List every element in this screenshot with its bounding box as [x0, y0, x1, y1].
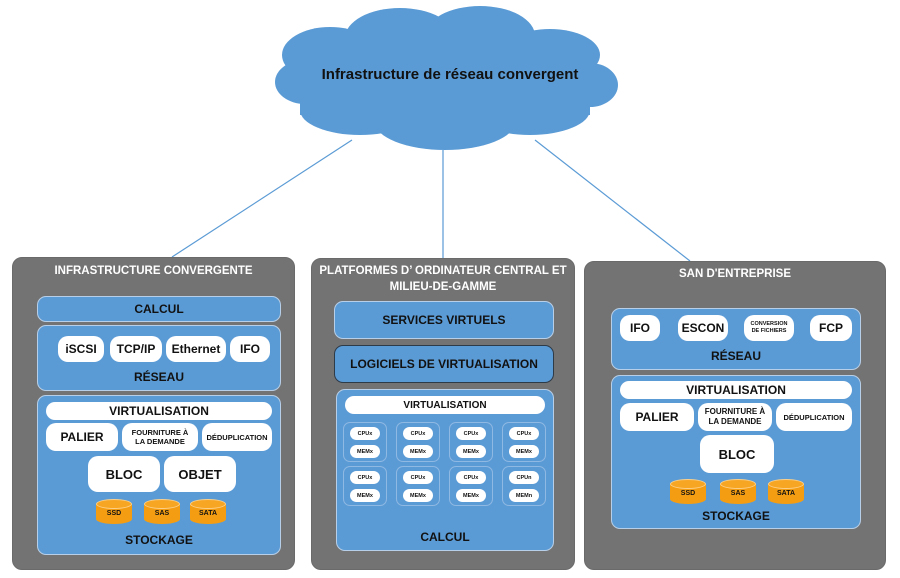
compute-virtualisation: VIRTUALISATION — [345, 396, 545, 414]
panel-title-line2: MILIEU-DE-GAMME — [389, 281, 497, 293]
virtual-services-block: SERVICES VIRTUELS — [334, 301, 554, 339]
network-block: IFO ESCON CONVERSION DE FICHIERS FCP RÉS… — [611, 308, 861, 370]
feature-deduplication: DÉDUPLICATION — [776, 403, 852, 431]
cpu-label: CPUx — [509, 427, 539, 440]
memory-label: MEMx — [509, 445, 539, 458]
disk-sas: SAS — [720, 479, 756, 507]
cpu-label: CPUx — [456, 471, 486, 484]
storage-label: STOCKAGE — [125, 533, 193, 547]
panel-enterprise-san: SAN D'ENTREPRISE IFO ESCON CONVERSION DE… — [584, 261, 886, 570]
panel-title: SAN D'ENTREPRISE — [678, 268, 791, 280]
network-item-file-conversion: CONVERSION DE FICHIERS — [744, 315, 794, 341]
storage-type-block: BLOC — [700, 435, 774, 473]
disk-sata: SATA — [190, 499, 226, 527]
cpu-label: CPUx — [456, 427, 486, 440]
feature-deduplication: DÉDUPLICATION — [202, 423, 272, 451]
panel-converged-infrastructure: INFRASTRUCTURE CONVERGENTE CALCUL iSCSI … — [12, 257, 295, 570]
disk-sas: SAS — [144, 499, 180, 527]
network-item-ethernet: Ethernet — [166, 336, 226, 362]
storage-virtualisation: VIRTUALISATION — [46, 402, 272, 420]
storage-block: VIRTUALISATION PALIER FOURNITURE À LA DE… — [37, 395, 281, 555]
disk-ssd: SSD — [670, 479, 706, 507]
network-item-escon: ESCON — [678, 315, 728, 341]
network-item-tcpip: TCP/IP — [110, 336, 162, 362]
storage-type-block: BLOC — [88, 456, 160, 492]
feature-tiering: PALIER — [46, 423, 118, 451]
memory-label: MEMx — [403, 445, 433, 458]
network-label: RÉSEAU — [133, 370, 184, 384]
network-label: RÉSEAU — [710, 349, 761, 363]
storage-type-object: OBJET — [164, 456, 236, 492]
network-item-iscsi: iSCSI — [58, 336, 104, 362]
memory-label: MEMx — [456, 445, 486, 458]
feature-provisioning: FOURNITURE À LA DEMANDE — [122, 423, 198, 451]
panel-title-line1: PLATFORMES D’ ORDINATEUR CENTRAL ET — [319, 265, 567, 277]
virtualization-software-label: LOGICIELS DE VIRTUALISATION — [350, 357, 538, 371]
connector-left — [171, 139, 353, 258]
cpu-label: CPUx — [403, 471, 433, 484]
virtualization-software-block: LOGICIELS DE VIRTUALISATION — [334, 345, 554, 383]
disk-ssd: SSD — [96, 499, 132, 527]
memory-label: MEMx — [456, 489, 486, 502]
storage-block: VIRTUALISATION PALIER FOURNITURE À LA DE… — [611, 375, 861, 529]
network-item-ifo: IFO — [620, 315, 660, 341]
storage-virtualisation: VIRTUALISATION — [620, 381, 852, 399]
virtual-services-label: SERVICES VIRTUELS — [382, 313, 506, 327]
feature-provisioning: FOURNITURE À LA DEMANDE — [698, 403, 772, 431]
disk-sata: SATA — [768, 479, 804, 507]
memory-label: MEMx — [350, 445, 380, 458]
compute-block: CALCUL — [37, 296, 281, 322]
panel-title: INFRASTRUCTURE CONVERGENTE — [54, 265, 253, 277]
memory-label: MEMx — [403, 489, 433, 502]
cpu-label: CPUn — [509, 471, 539, 484]
compute-label: CALCUL — [134, 302, 184, 316]
memory-label: MEMx — [350, 489, 380, 502]
feature-tiering: PALIER — [620, 403, 694, 431]
cpu-label: CPUx — [350, 427, 380, 440]
network-item-fcp: FCP — [810, 315, 852, 341]
panel-mainframe-midrange: PLATFORMES D’ ORDINATEUR CENTRAL ET MILI… — [311, 258, 575, 570]
cpu-label: CPUx — [403, 427, 433, 440]
cloud-shape — [275, 6, 618, 150]
storage-label: STOCKAGE — [702, 509, 770, 523]
memory-label: MEMn — [509, 489, 539, 502]
compute-label: CALCUL — [420, 530, 470, 544]
connector-right — [534, 139, 691, 262]
network-item-ifo: IFO — [230, 336, 270, 362]
cpu-label: CPUx — [350, 471, 380, 484]
cloud-title: Infrastructure de réseau convergent — [321, 66, 579, 83]
network-block: iSCSI TCP/IP Ethernet IFO RÉSEAU — [37, 325, 281, 391]
